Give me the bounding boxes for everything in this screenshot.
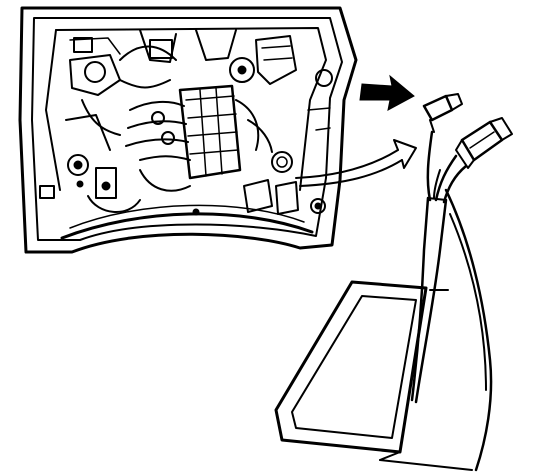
- direction-arrow-icon: [359, 74, 415, 111]
- callout-arrow-icon: [295, 139, 417, 187]
- engine-bay-illustration-icon: [18, 6, 358, 254]
- floor-panel-icon: [274, 188, 493, 472]
- wire-connector-icon: [410, 93, 513, 404]
